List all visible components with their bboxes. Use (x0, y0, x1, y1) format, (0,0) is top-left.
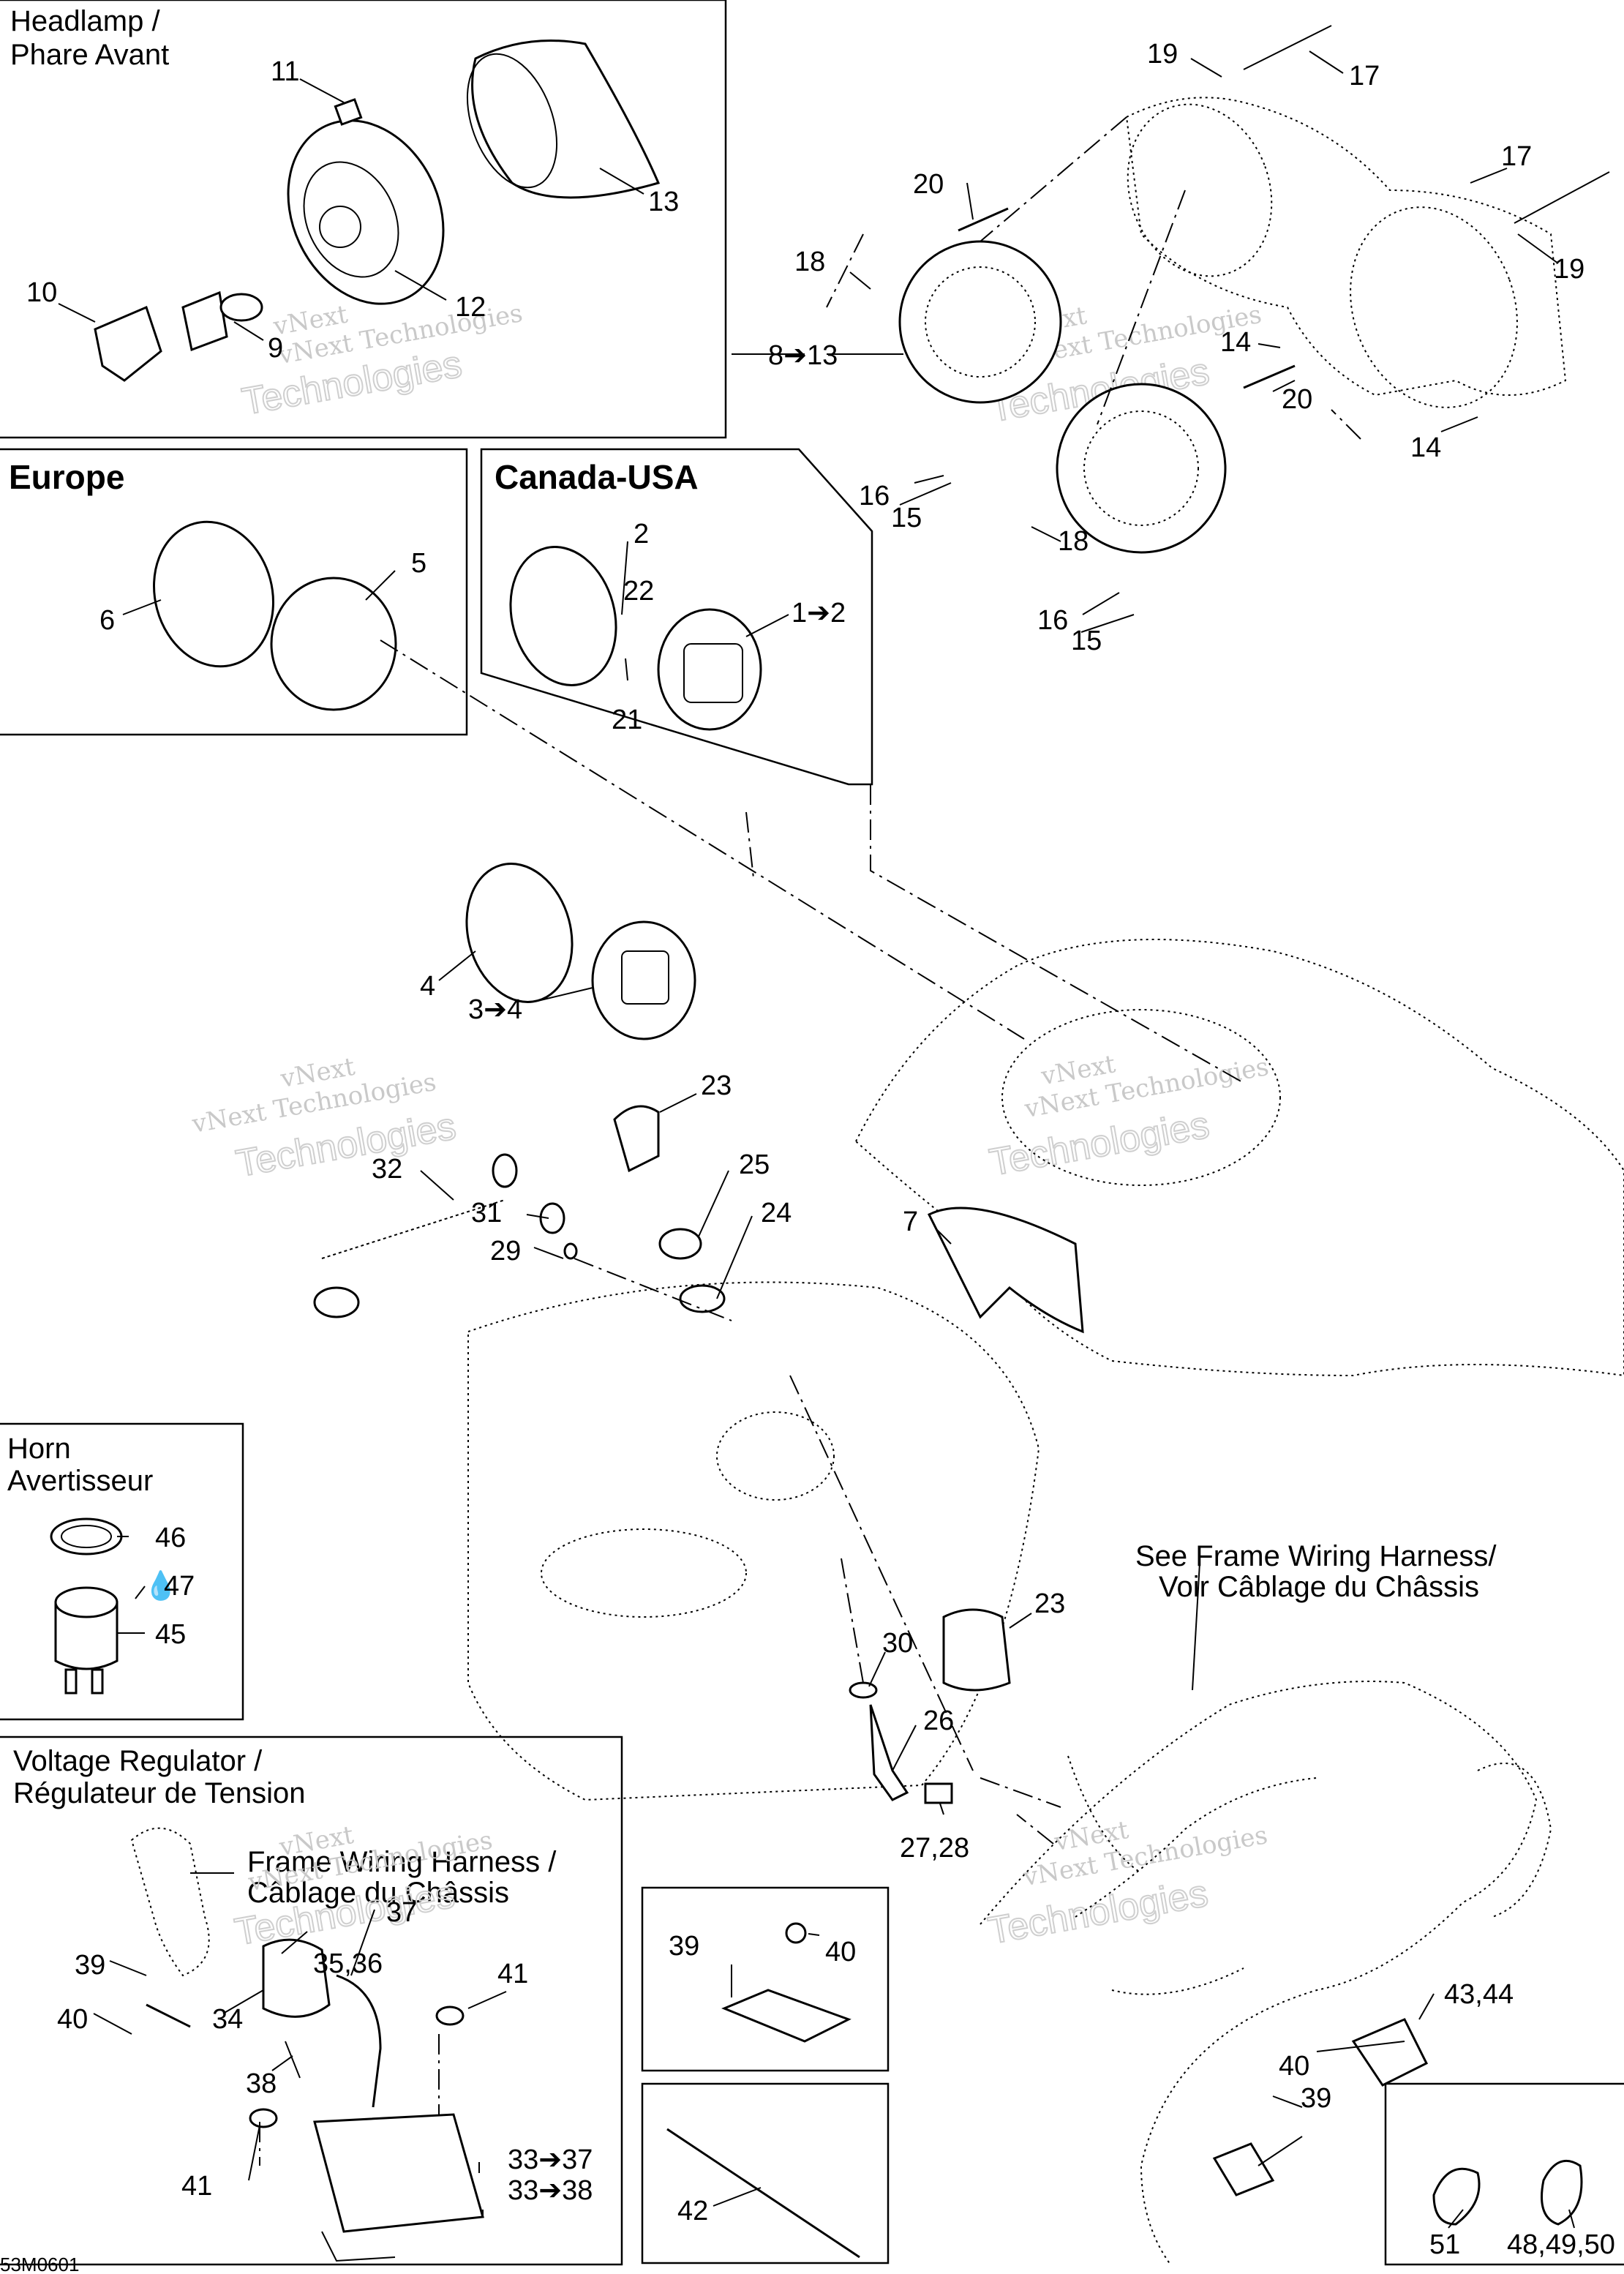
callout-48-49-50: 48,49,50 (1507, 2229, 1615, 2260)
callout-14b: 14 (1410, 432, 1441, 463)
callout-39b: 39 (669, 1931, 699, 1962)
callout-26: 26 (923, 1706, 954, 1736)
cluster-parts (898, 25, 1610, 554)
callout-17a: 17 (1349, 61, 1380, 91)
callout-15a: 15 (891, 503, 922, 533)
callout-19b: 19 (1554, 254, 1584, 285)
callout-20b: 20 (1282, 384, 1312, 415)
switch-parts (313, 1105, 1084, 1804)
callout-40a: 40 (57, 2004, 88, 2035)
callout-43-44: 43,44 (1444, 1979, 1514, 2010)
headlamp-parts (94, 40, 661, 382)
callout-18a: 18 (794, 247, 825, 277)
callout-5: 5 (411, 548, 426, 579)
svg-text:Technologies: Technologies (985, 1872, 1211, 1953)
bezel-parts (153, 520, 762, 1040)
callout-15b: 15 (1071, 626, 1102, 656)
callout-9: 9 (268, 333, 283, 364)
callout-12: 12 (455, 292, 486, 323)
callout-35-36: 35,36 (313, 1948, 383, 1979)
callout-33-37: 33➔37 (508, 2144, 593, 2175)
callout-32: 32 (372, 1154, 402, 1185)
callout-1-2: 1➔2 (792, 598, 846, 628)
callout-41b: 41 (181, 2171, 212, 2202)
callout-11: 11 (271, 56, 299, 87)
drop-icon: 💧 (143, 1569, 178, 1602)
voltage-regulator-title: Voltage Regulator /Régulateur de Tension (13, 1745, 306, 1809)
callout-38: 38 (246, 2068, 277, 2099)
callout-17b: 17 (1501, 141, 1532, 172)
callout-29: 29 (490, 1236, 521, 1267)
see-frame-wiring-harness-label: See Frame Wiring Harness/Voir Câblage du… (1135, 1540, 1497, 1603)
horn-parts (50, 1517, 123, 1695)
callout-34: 34 (212, 2004, 243, 2035)
callout-23a: 23 (701, 1070, 732, 1101)
callout-33-38: 33➔38 (508, 2175, 593, 2206)
callout-10: 10 (26, 277, 57, 308)
callout-13: 13 (648, 187, 679, 217)
callout-6: 6 (99, 605, 115, 636)
diagram-code: 53M0601 (0, 2254, 79, 2274)
callout-labels: 11 10 9 12 13 19 17 17 19 20 18 8➔13 14 … (26, 39, 1615, 2260)
detail-parts (666, 1922, 1583, 2259)
callout-25: 25 (739, 1149, 770, 1180)
callout-3-4: 3➔4 (468, 994, 522, 1025)
callout-46: 46 (155, 1523, 186, 1553)
callout-14a: 14 (1220, 327, 1251, 358)
callout-21: 21 (612, 705, 642, 735)
bracket-detail-box (641, 1886, 890, 2072)
headlamp-box (0, 0, 727, 439)
callout-20a: 20 (913, 169, 944, 200)
leader-lines (58, 50, 1575, 2229)
callout-8-13: 8➔13 (768, 340, 838, 371)
callout-22: 22 (623, 576, 654, 607)
callout-31: 31 (471, 1198, 502, 1228)
callout-4: 4 (420, 971, 435, 1002)
callout-30: 30 (882, 1628, 913, 1659)
callout-18b: 18 (1058, 526, 1089, 557)
callout-45: 45 (155, 1619, 186, 1650)
callout-47: 47 (164, 1571, 195, 1602)
horn-box (0, 1422, 244, 1721)
callout-39c: 39 (1301, 2083, 1331, 2114)
callout-42: 42 (677, 2196, 708, 2226)
europe-box (0, 448, 468, 736)
hood-outline (467, 939, 1624, 1801)
callout-40c: 40 (1279, 2051, 1309, 2082)
callout-24: 24 (761, 1198, 792, 1228)
frame-wiring-harness-label: Frame Wiring Harness /Câblage du Châssis (247, 1846, 557, 1909)
harness-outline (980, 1681, 1552, 2265)
clamp-detail-box (1384, 2082, 1624, 2266)
callout-39a: 39 (75, 1950, 105, 1981)
svg-text:Technologies: Technologies (986, 1104, 1212, 1185)
voltage-regulator-box (0, 1735, 623, 2266)
canada-usa-box (480, 448, 873, 786)
callout-16a: 16 (859, 481, 890, 511)
callout-7: 7 (903, 1207, 918, 1237)
canada-usa-title: Canada-USA (495, 458, 699, 496)
sleeve-detail-box (641, 2082, 890, 2264)
callout-16b: 16 (1037, 605, 1068, 636)
callout-19a: 19 (1147, 39, 1178, 70)
callout-51: 51 (1429, 2229, 1460, 2260)
headlamp-title: Headlamp /Phare Avant (10, 5, 169, 71)
callout-23b: 23 (1034, 1588, 1065, 1619)
callout-37: 37 (386, 1897, 417, 1928)
europe-title: Europe (9, 458, 124, 496)
regulator-parts (130, 1827, 484, 2262)
callout-40b: 40 (825, 1937, 856, 1967)
callout-27-28: 27,28 (900, 1833, 969, 1864)
callout-41a: 41 (497, 1959, 528, 1989)
callout-2: 2 (634, 519, 649, 549)
